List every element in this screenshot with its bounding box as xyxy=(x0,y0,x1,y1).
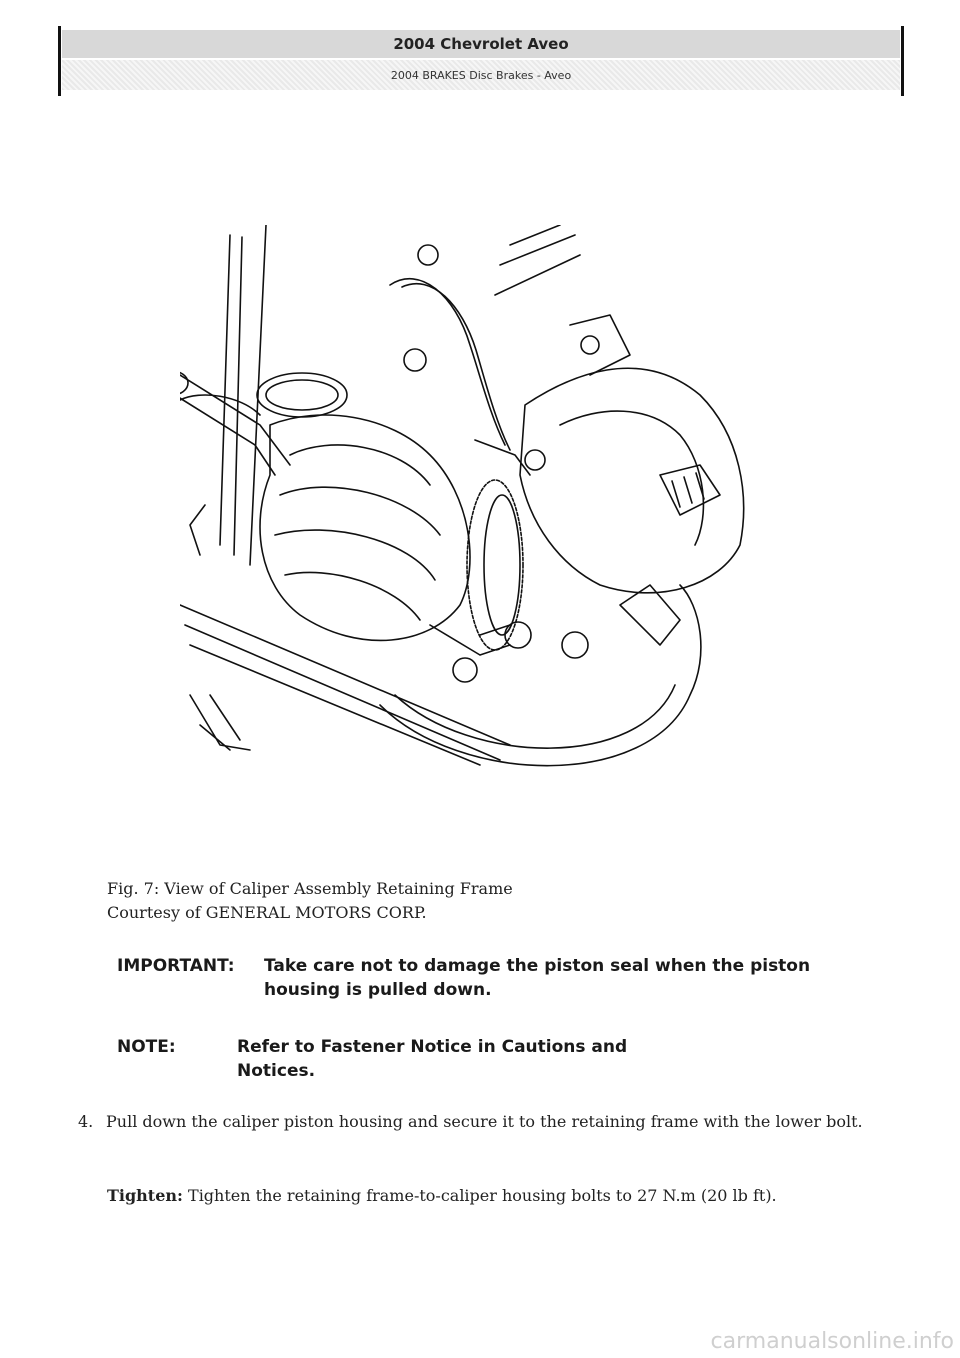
important-text-line1: Take care not to damage the piston seal … xyxy=(264,956,811,976)
step-number: 4. xyxy=(78,1112,94,1131)
tighten-spec: Tighten: Tighten the retaining frame-to-… xyxy=(107,1186,777,1205)
note-callout: NOTE: Refer to Fastener Notice in Cautio… xyxy=(117,1035,737,1087)
figure-caption: Fig. 7: View of Caliper Assembly Retaini… xyxy=(107,877,513,925)
important-label: IMPORTANT: xyxy=(117,956,235,976)
header-right-rule xyxy=(901,26,904,96)
watermark-text: carmanualsonline.info xyxy=(710,1329,954,1354)
important-text: Take care not to damage the piston seal … xyxy=(264,954,884,1002)
caption-credit: Courtesy of GENERAL MOTORS CORP. xyxy=(107,903,427,922)
header-title: 2004 Chevrolet Aveo xyxy=(62,30,900,58)
important-text-line2: housing is pulled down. xyxy=(264,980,492,1000)
header-subtitle: 2004 BRAKES Disc Brakes - Aveo xyxy=(62,60,900,90)
caption-title: Fig. 7: View of Caliper Assembly Retaini… xyxy=(107,879,513,898)
important-callout: IMPORTANT: Take care not to damage the p… xyxy=(117,954,907,1006)
note-text: Refer to Fastener Notice in Cautions and… xyxy=(237,1035,727,1083)
note-text-line2: Notices. xyxy=(237,1061,316,1081)
step-text: Pull down the caliper piston housing and… xyxy=(106,1112,863,1131)
header-left-rule xyxy=(58,26,61,96)
page-header: 2004 Chevrolet Aveo 2004 BRAKES Disc Bra… xyxy=(58,26,904,96)
caliper-assembly-illustration xyxy=(180,225,745,767)
note-text-line1: Refer to Fastener Notice in Cautions and xyxy=(237,1037,628,1057)
tighten-label: Tighten: xyxy=(107,1186,183,1205)
tighten-text: Tighten the retaining frame-to-caliper h… xyxy=(188,1186,777,1205)
note-label: NOTE: xyxy=(117,1037,176,1057)
